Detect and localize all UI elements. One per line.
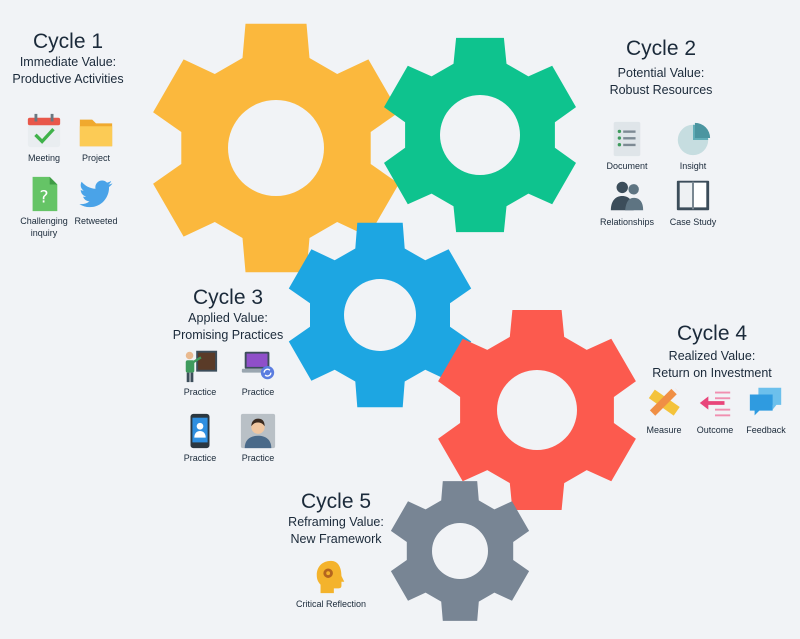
gear-hole <box>228 100 324 196</box>
head-gear-icon <box>316 560 345 594</box>
question-document-icon: ? <box>32 176 58 212</box>
laptop-sync-icon <box>241 351 275 380</box>
item-label: Practice <box>241 387 275 397</box>
item-label: Retweeted <box>74 216 118 226</box>
gear-hole <box>440 95 520 175</box>
cycle3-title: Cycle 3 <box>192 286 264 309</box>
item-case-study: Case Study <box>661 176 725 228</box>
item-practice-1: Practice <box>168 346 232 398</box>
cycle1-title: Cycle 1 <box>32 30 104 53</box>
item-label: Meeting <box>27 153 61 163</box>
item-insight: Insight <box>661 120 725 172</box>
open-book-icon <box>676 180 710 211</box>
cycle4-header: Cycle 4 Realized Value: Return on Invest… <box>642 322 782 382</box>
item-label: Outcome <box>696 425 734 435</box>
item-label: Measure <box>646 425 682 435</box>
user-portrait-icon <box>240 413 276 449</box>
chat-bubbles-icon <box>749 387 782 416</box>
pie-chart-icon <box>677 122 711 156</box>
document-list-icon <box>613 121 641 157</box>
gear-hole <box>344 279 416 351</box>
gear-hole <box>497 370 577 450</box>
item-critical-reflection: Critical Reflection <box>291 558 371 610</box>
item-feedback: Feedback <box>734 384 798 436</box>
cycle1-subtitle-2: Productive Activities <box>12 72 124 86</box>
item-label: Document <box>606 161 648 171</box>
item-outcome: Outcome <box>683 384 747 436</box>
item-measure: Measure <box>632 384 696 436</box>
cycle5-header: Cycle 5 Reframing Value: New Framework <box>278 490 394 548</box>
item-challenging-inquiry: ? Challenging inquiry <box>12 175 76 239</box>
cycle3-subtitle-2: Promising Practices <box>172 328 284 342</box>
folder-icon <box>79 119 113 147</box>
gear-hole <box>432 523 488 579</box>
item-relationships: Relationships <box>595 176 659 228</box>
cycle4-subtitle-1: Realized Value: <box>668 349 756 363</box>
mobile-user-icon <box>190 413 210 449</box>
item-label: Challenging <box>20 216 68 226</box>
cycle4-subtitle-2: Return on Investment <box>652 366 772 380</box>
teacher-board-icon <box>185 350 218 383</box>
calendar-check-icon <box>27 113 61 148</box>
cycle2-subtitle-2: Robust Resources <box>609 83 713 97</box>
gear-cycle4 <box>438 310 636 510</box>
arrow-list-icon <box>699 391 731 417</box>
cycle2-title: Cycle 2 <box>625 37 697 60</box>
svg-text:?: ? <box>39 188 48 208</box>
item-label: Feedback <box>746 425 786 435</box>
item-label: Project <box>81 153 110 163</box>
gear-cycle3 <box>288 222 472 408</box>
people-icon <box>610 181 644 211</box>
cycle1-header: Cycle 1 Immediate Value: Productive Acti… <box>8 30 128 88</box>
item-label: Insight <box>679 161 707 171</box>
item-document: Document <box>595 120 659 172</box>
gear-cycle5 <box>390 481 530 621</box>
twitter-bird-icon <box>79 180 113 208</box>
item-label: Relationships <box>599 217 655 227</box>
item-practice-4: Practice <box>226 412 290 464</box>
cycle3-header: Cycle 3 Applied Value: Promising Practic… <box>165 286 291 344</box>
item-label: Critical Reflection <box>295 599 367 609</box>
cycle4-title: Cycle 4 <box>676 322 748 345</box>
cycle5-subtitle-2: New Framework <box>290 532 382 546</box>
item-label: Practice <box>241 453 275 463</box>
gear-cycle2 <box>384 37 576 233</box>
gear-cycle1 <box>153 23 399 273</box>
cycle2-subtitle-1: Potential Value: <box>617 66 705 80</box>
cycle2-header: Cycle 2 Potential Value: Robust Resource… <box>596 37 726 99</box>
item-label: Practice <box>183 387 217 397</box>
cycle5-title: Cycle 5 <box>300 490 372 513</box>
item-meeting: Meeting <box>12 112 76 164</box>
item-project: Project <box>64 112 128 164</box>
item-label-line2: inquiry <box>30 228 58 238</box>
item-label: Case Study <box>669 217 717 227</box>
item-retweeted: Retweeted <box>64 175 128 227</box>
item-practice-2: Practice <box>226 346 290 398</box>
ruler-pencil-icon <box>648 387 680 416</box>
item-practice-3: Practice <box>168 412 232 464</box>
item-label: Practice <box>183 453 217 463</box>
cycle3-subtitle-1: Applied Value: <box>188 311 268 325</box>
cycle5-subtitle-1: Reframing Value: <box>288 515 384 529</box>
cycle1-subtitle-1: Immediate Value: <box>19 55 117 69</box>
